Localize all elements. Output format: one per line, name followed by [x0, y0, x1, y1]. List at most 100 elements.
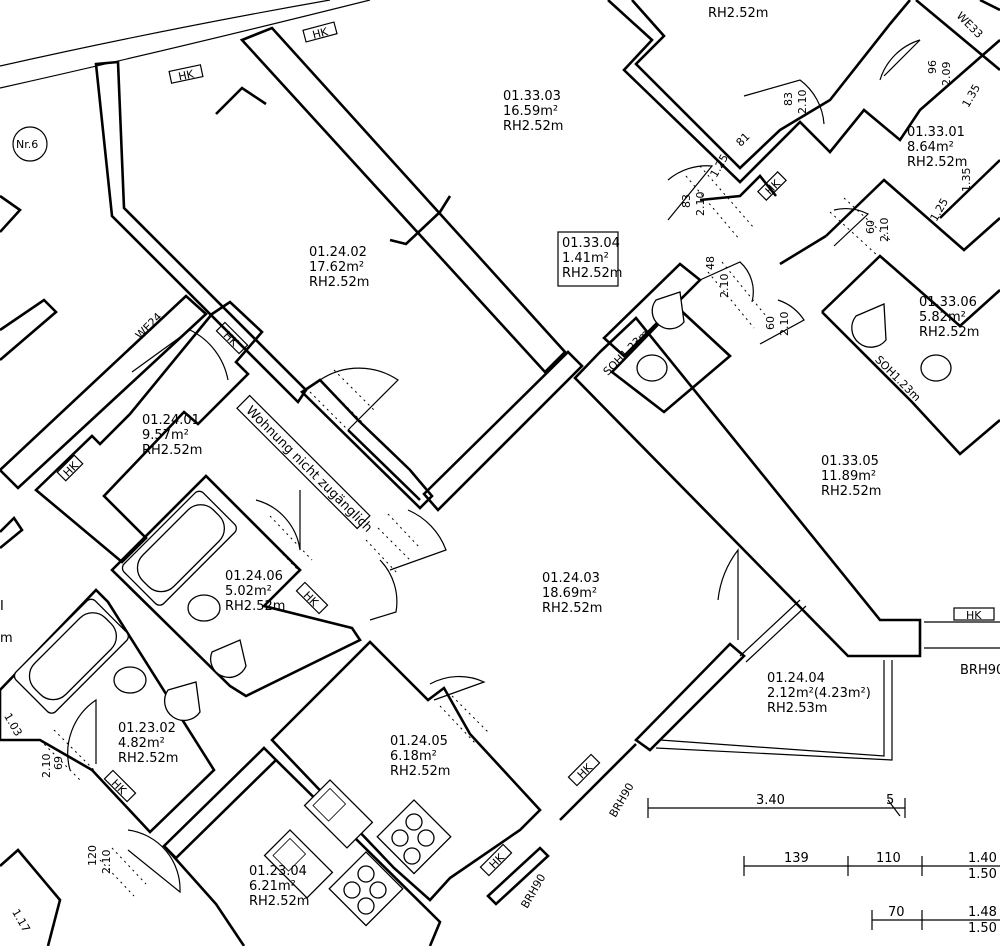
balcony-rail	[655, 660, 893, 761]
svg-text:2.10: 2.10	[878, 218, 891, 243]
wall	[634, 642, 746, 752]
door-opening	[685, 165, 755, 241]
svg-text:1.35: 1.35	[960, 168, 973, 193]
svg-text:1.17: 1.17	[9, 907, 33, 935]
balcony-rail	[924, 621, 1000, 649]
wall	[239, 26, 567, 374]
hk-marks: HK HK HK HK HK HK HK HK HK HK	[56, 21, 995, 877]
hk-text: HK	[221, 329, 242, 350]
room-label-box	[557, 231, 619, 287]
door-opening	[829, 197, 893, 257]
hk-text: HK	[177, 67, 196, 83]
column-mark	[215, 86, 267, 115]
wall	[821, 254, 1000, 328]
apartment-label: WE24	[133, 310, 165, 342]
bathtub-inner	[136, 504, 226, 593]
kitchen-sink-basin	[312, 787, 347, 822]
door-swing	[743, 79, 825, 125]
wall	[270, 640, 542, 902]
room-number: 01.24.02	[309, 245, 367, 260]
wall	[0, 515, 24, 550]
hk-text: HK	[763, 177, 784, 198]
room-height: RH2.52m	[542, 601, 602, 616]
room-height: RH2.52m	[249, 894, 309, 909]
unit-number: Nr.6	[16, 138, 38, 151]
wall	[979, 0, 1000, 12]
svg-text:1.03: 1.03	[1, 711, 25, 739]
door-swing	[833, 208, 870, 247]
door-swing	[255, 490, 301, 551]
wall	[825, 178, 1000, 252]
hk-text: HK	[575, 761, 596, 782]
svg-text:120: 120	[86, 845, 99, 866]
curved-facade	[0, 0, 331, 67]
room-area: 1.41m²	[562, 251, 609, 266]
door-opening	[257, 515, 313, 573]
room-height: RH2.53m	[767, 701, 827, 716]
svg-text:1.48: 1.48	[968, 905, 997, 920]
svg-text:2.10: 2.10	[718, 274, 731, 299]
room-area: 18.69m²	[542, 586, 597, 601]
kitchen-sink	[303, 779, 374, 849]
kitchen-sink-basin	[272, 837, 307, 872]
parapet-height: BRH90	[960, 663, 1000, 678]
door-swing	[67, 698, 97, 771]
wall	[110, 474, 362, 698]
svg-text:1.35: 1.35	[960, 82, 984, 110]
room-number: 01.24.05	[390, 734, 448, 749]
room-area: 2.12m²(4.23m²)	[767, 686, 871, 701]
svg-text:139: 139	[784, 851, 809, 866]
svg-text:1.40: 1.40	[968, 851, 997, 866]
room-number: 01.33.05	[821, 454, 879, 469]
room-number: 01.24.03	[542, 571, 600, 586]
door-swing	[369, 559, 398, 621]
door-swing	[879, 39, 921, 81]
room-height: RH2.52m	[708, 6, 768, 21]
hk-text: HK	[966, 609, 982, 622]
svg-text:1.50: 1.50	[968, 921, 997, 936]
room-area: 16.59m²	[503, 104, 558, 119]
svg-text:2.10: 2.10	[778, 312, 791, 337]
wall	[559, 743, 637, 821]
room-number: 01.24.06	[225, 569, 283, 584]
window-glazing	[739, 599, 807, 663]
room-height: RH2.52m	[118, 751, 178, 766]
door-swing	[131, 329, 229, 381]
room-area: 5.82m²	[919, 310, 966, 325]
bathtub-inner	[28, 612, 118, 701]
svg-text:01.24.042.12m²(4.23m²)RH2.53m: 01.24.042.12m²(4.23m²)RH2.53m	[767, 671, 871, 716]
svg-text:60: 60	[764, 316, 777, 330]
wall	[573, 316, 922, 658]
svg-text:2.10: 2.10	[694, 192, 707, 217]
wall	[610, 304, 732, 414]
door-opening	[365, 513, 421, 575]
wall	[422, 350, 584, 512]
unit-number-circle	[12, 126, 48, 162]
wall	[165, 847, 246, 946]
svg-text:70: 70	[888, 905, 905, 920]
stove-burner	[357, 865, 375, 883]
room-area: 11.89m²	[821, 469, 876, 484]
sink	[651, 291, 685, 330]
stove-burner	[369, 881, 387, 899]
room-height: RH2.52m	[225, 599, 285, 614]
wall	[486, 846, 550, 906]
door-swing	[127, 829, 181, 894]
edge-fragment: I	[0, 599, 4, 614]
stove-burner	[417, 829, 435, 847]
svg-text:83: 83	[680, 194, 693, 208]
room-area: 6.21m²	[249, 879, 296, 894]
door-opening	[707, 261, 767, 329]
hk-text: HK	[311, 25, 330, 42]
hk-text: HK	[109, 777, 130, 798]
svg-text:2.10: 2.10	[100, 850, 113, 875]
